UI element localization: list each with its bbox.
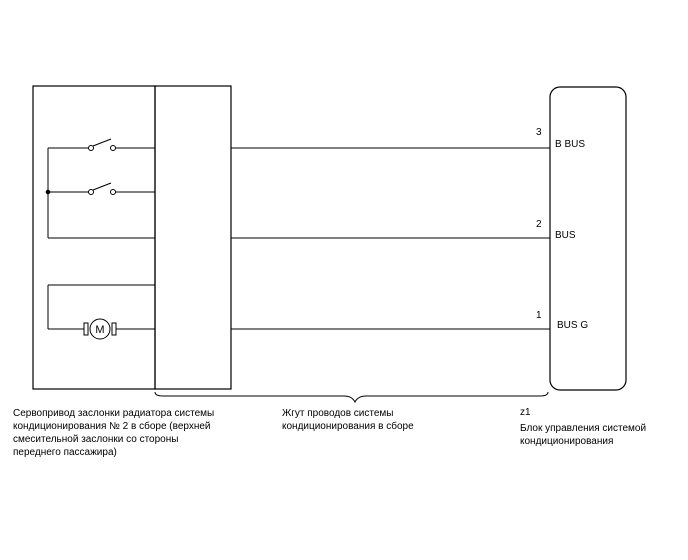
pin-number-1: 1 [536, 310, 542, 321]
ecu-caption: Блок управления системой кондиционирован… [520, 423, 647, 447]
pin-number-3: 3 [536, 127, 542, 138]
harness-wires [231, 147, 550, 330]
actuator-connector-block [154, 85, 232, 390]
pin-name-b-bus: B BUS [555, 139, 585, 150]
pin-number-2: 2 [536, 219, 542, 230]
connector-code: z1 [520, 407, 531, 418]
actuator-caption: Сервопривод заслонки радиатора системы к… [13, 408, 215, 458]
switch-circuit [45, 138, 155, 239]
pin-name-bus-g: BUS G [557, 320, 588, 331]
harness-caption: Жгут проводов системы кондиционирования … [282, 408, 414, 432]
pin-name-bus: BUS [555, 230, 576, 241]
harness-brace [154, 391, 549, 404]
motor-icon: M [95, 324, 104, 336]
ecu-box [549, 86, 627, 391]
motor-circuit [47, 284, 155, 340]
